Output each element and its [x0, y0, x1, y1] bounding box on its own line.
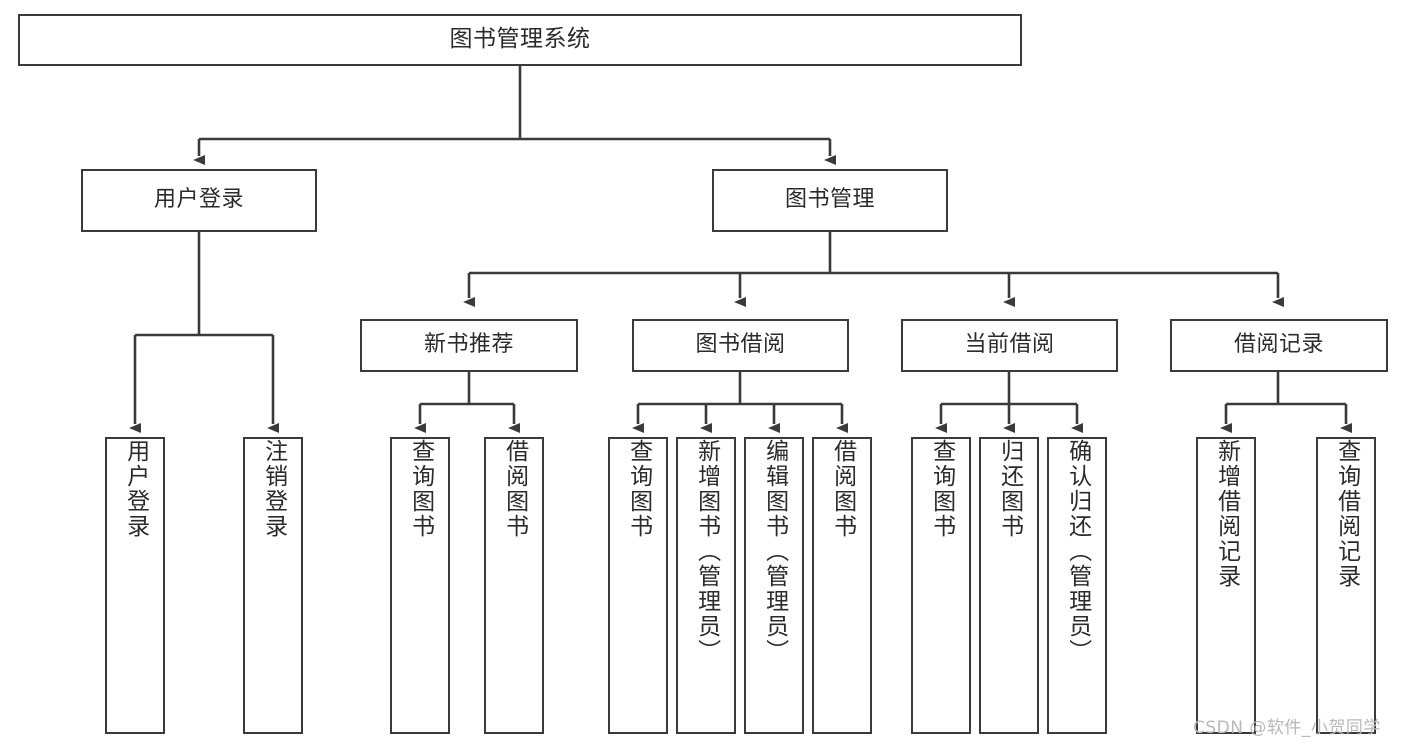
new-book-recommend-to-leaves-connectors: [414, 372, 520, 433]
node-label: 用户登录: [122, 439, 149, 539]
csdn-watermark: CSDN @软件_小贺同学: [1193, 718, 1381, 738]
node-label: 查询图书: [928, 439, 955, 539]
node-leaf-query-book-borrow[interactable]: 查询图书: [608, 437, 668, 734]
node-book-management[interactable]: 图书管理: [712, 169, 948, 232]
node-label: 确认归还（管理员）: [1064, 439, 1091, 664]
node-label: 借阅图书: [501, 439, 528, 539]
node-label: 注销登录: [260, 439, 287, 539]
book-manage-to-level3-connectors: [463, 232, 1284, 307]
node-new-book-recommend[interactable]: 新书推荐: [360, 319, 578, 372]
node-current-borrow[interactable]: 当前借阅: [901, 319, 1118, 372]
node-label: 查询图书: [407, 439, 434, 539]
node-leaf-user-login[interactable]: 用户登录: [105, 437, 165, 734]
node-label: 用户登录: [153, 187, 244, 213]
node-book-borrow[interactable]: 图书借阅: [632, 319, 849, 372]
current-borrow-to-leaves-connectors: [935, 372, 1083, 433]
node-label: 归还图书: [996, 439, 1023, 539]
node-leaf-query-book-recommend[interactable]: 查询图书: [390, 437, 450, 734]
node-label: 图书管理系统: [449, 26, 591, 53]
node-leaf-add-book-admin[interactable]: 新增图书（管理员）: [676, 437, 736, 734]
node-leaf-borrow-book[interactable]: 借阅图书: [812, 437, 872, 734]
node-label: 查询借阅记录: [1333, 439, 1360, 589]
node-label: 编辑图书（管理员）: [761, 439, 788, 664]
node-label: 借阅图书: [829, 439, 856, 539]
node-leaf-return-book[interactable]: 归还图书: [979, 437, 1039, 734]
node-leaf-borrow-book-recommend[interactable]: 借阅图书: [484, 437, 544, 734]
node-label: 图书管理: [784, 187, 875, 213]
node-user-login[interactable]: 用户登录: [81, 169, 317, 232]
node-label: 新增借阅记录: [1213, 439, 1240, 589]
node-leaf-edit-book-admin[interactable]: 编辑图书（管理员）: [744, 437, 804, 734]
node-label: 新书推荐: [423, 332, 514, 358]
node-label: 当前借阅: [964, 332, 1055, 358]
node-root-book-management-system[interactable]: 图书管理系统: [18, 14, 1022, 66]
node-leaf-add-borrow-record[interactable]: 新增借阅记录: [1196, 437, 1256, 734]
root-to-level2-connectors: [193, 66, 836, 165]
node-leaf-logout-login[interactable]: 注销登录: [243, 437, 303, 734]
node-borrow-record[interactable]: 借阅记录: [1170, 319, 1388, 372]
borrow-record-to-leaves-connectors: [1220, 372, 1352, 433]
node-label: 图书借阅: [695, 332, 786, 358]
book-borrow-to-leaves-connectors: [632, 372, 848, 433]
node-leaf-query-book-current[interactable]: 查询图书: [911, 437, 971, 734]
user-login-to-leaves-connectors: [129, 232, 279, 433]
node-label: 新增图书（管理员）: [693, 439, 720, 664]
node-label: 借阅记录: [1233, 332, 1324, 358]
node-leaf-confirm-return-admin[interactable]: 确认归还（管理员）: [1047, 437, 1107, 734]
node-leaf-query-borrow-record[interactable]: 查询借阅记录: [1316, 437, 1376, 734]
node-label: 查询图书: [625, 439, 652, 539]
